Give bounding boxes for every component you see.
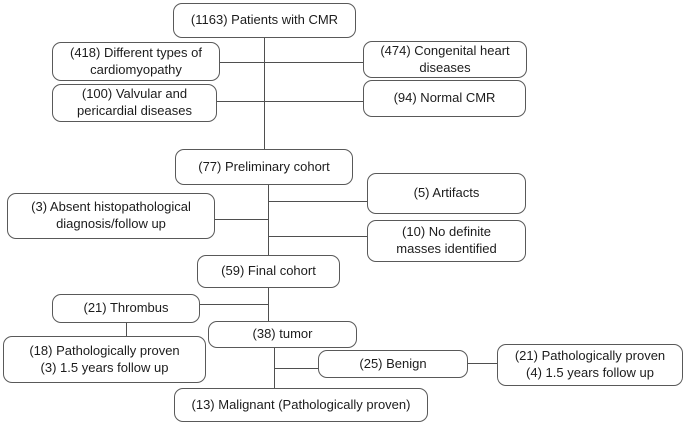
node-benign-outcome: (21) Pathologically proven (4) 1.5 years… [497,344,683,386]
node-label: (5) Artifacts [413,185,480,201]
node-final-cohort: (59) Final cohort [197,255,340,288]
node-label: diagnosis/follow up [56,216,166,231]
node-label: cardiomyopathy [90,61,182,77]
connector-thrombus-to-outcome [126,322,127,336]
node-label: (418) Different types of [70,44,202,60]
node-label: (94) Normal CMR [393,90,496,106]
node-label: (25) Benign [359,355,427,371]
node-valvular-pericardial-diseases: (100) Valvular and pericardial diseases [52,84,217,122]
node-label: masses identified [396,241,497,256]
node-thrombus: (21) Thrombus [52,294,200,323]
connector-final-to-tumor [268,288,269,321]
node-label: (38) tumor [252,326,313,342]
node-label: (3) Absent histopathological [31,199,191,215]
node-label: diseases [419,59,471,75]
connector-to-artifacts [268,201,367,202]
node-tumor: (38) tumor [208,321,357,348]
connector-to-no-definite-masses [268,236,367,237]
node-label: (10) No definite [402,224,491,240]
node-different-cardiomyopathy: (418) Different types of cardiomyopathy [52,42,220,81]
node-label: (21) Pathologically proven [514,348,666,364]
node-thrombus-outcome: (18) Pathologically proven (3) 1.5 years… [3,336,206,383]
node-label: (100) Valvular and [81,86,188,102]
node-label: (13) Malignant (Pathologically proven) [191,396,411,412]
node-label: (1163) Patients with CMR [190,12,339,28]
connector-benign-to-outcome [468,363,497,364]
connector-valvular-normalcmr [217,101,363,102]
node-label: (77) Preliminary cohort [198,158,330,174]
connector-patients-to-preliminary [264,38,265,149]
node-label: (4) 1.5 years follow up [526,365,654,380]
node-malignant: (13) Malignant (Pathologically proven) [174,388,428,422]
node-label: pericardial diseases [77,103,192,118]
connector-to-benign [274,368,318,369]
connector-preliminary-to-final [268,185,269,255]
node-label: (474) Congenital heart [380,42,510,58]
node-patients-with-cmr: (1163) Patients with CMR [173,3,356,38]
connector-to-thrombus [200,304,268,305]
node-artifacts: (5) Artifacts [367,173,526,214]
connector-to-absent-histopathology [215,219,268,220]
node-label: (21) Thrombus [83,300,169,316]
node-label: (3) 1.5 years follow up [40,359,169,375]
connector-cardiomyopathy-congenital [220,62,363,63]
node-label: (18) Pathologically proven [29,342,180,358]
node-normal-cmr: (94) Normal CMR [363,80,526,117]
node-label: (59) Final cohort [221,263,316,279]
node-congenital-heart-diseases: (474) Congenital heart diseases [363,41,527,78]
node-no-definite-masses: (10) No definite masses identified [367,220,526,262]
node-preliminary-cohort: (77) Preliminary cohort [175,149,353,185]
node-benign: (25) Benign [318,350,468,378]
node-absent-histopathology: (3) Absent histopathological diagnosis/f… [7,193,215,239]
